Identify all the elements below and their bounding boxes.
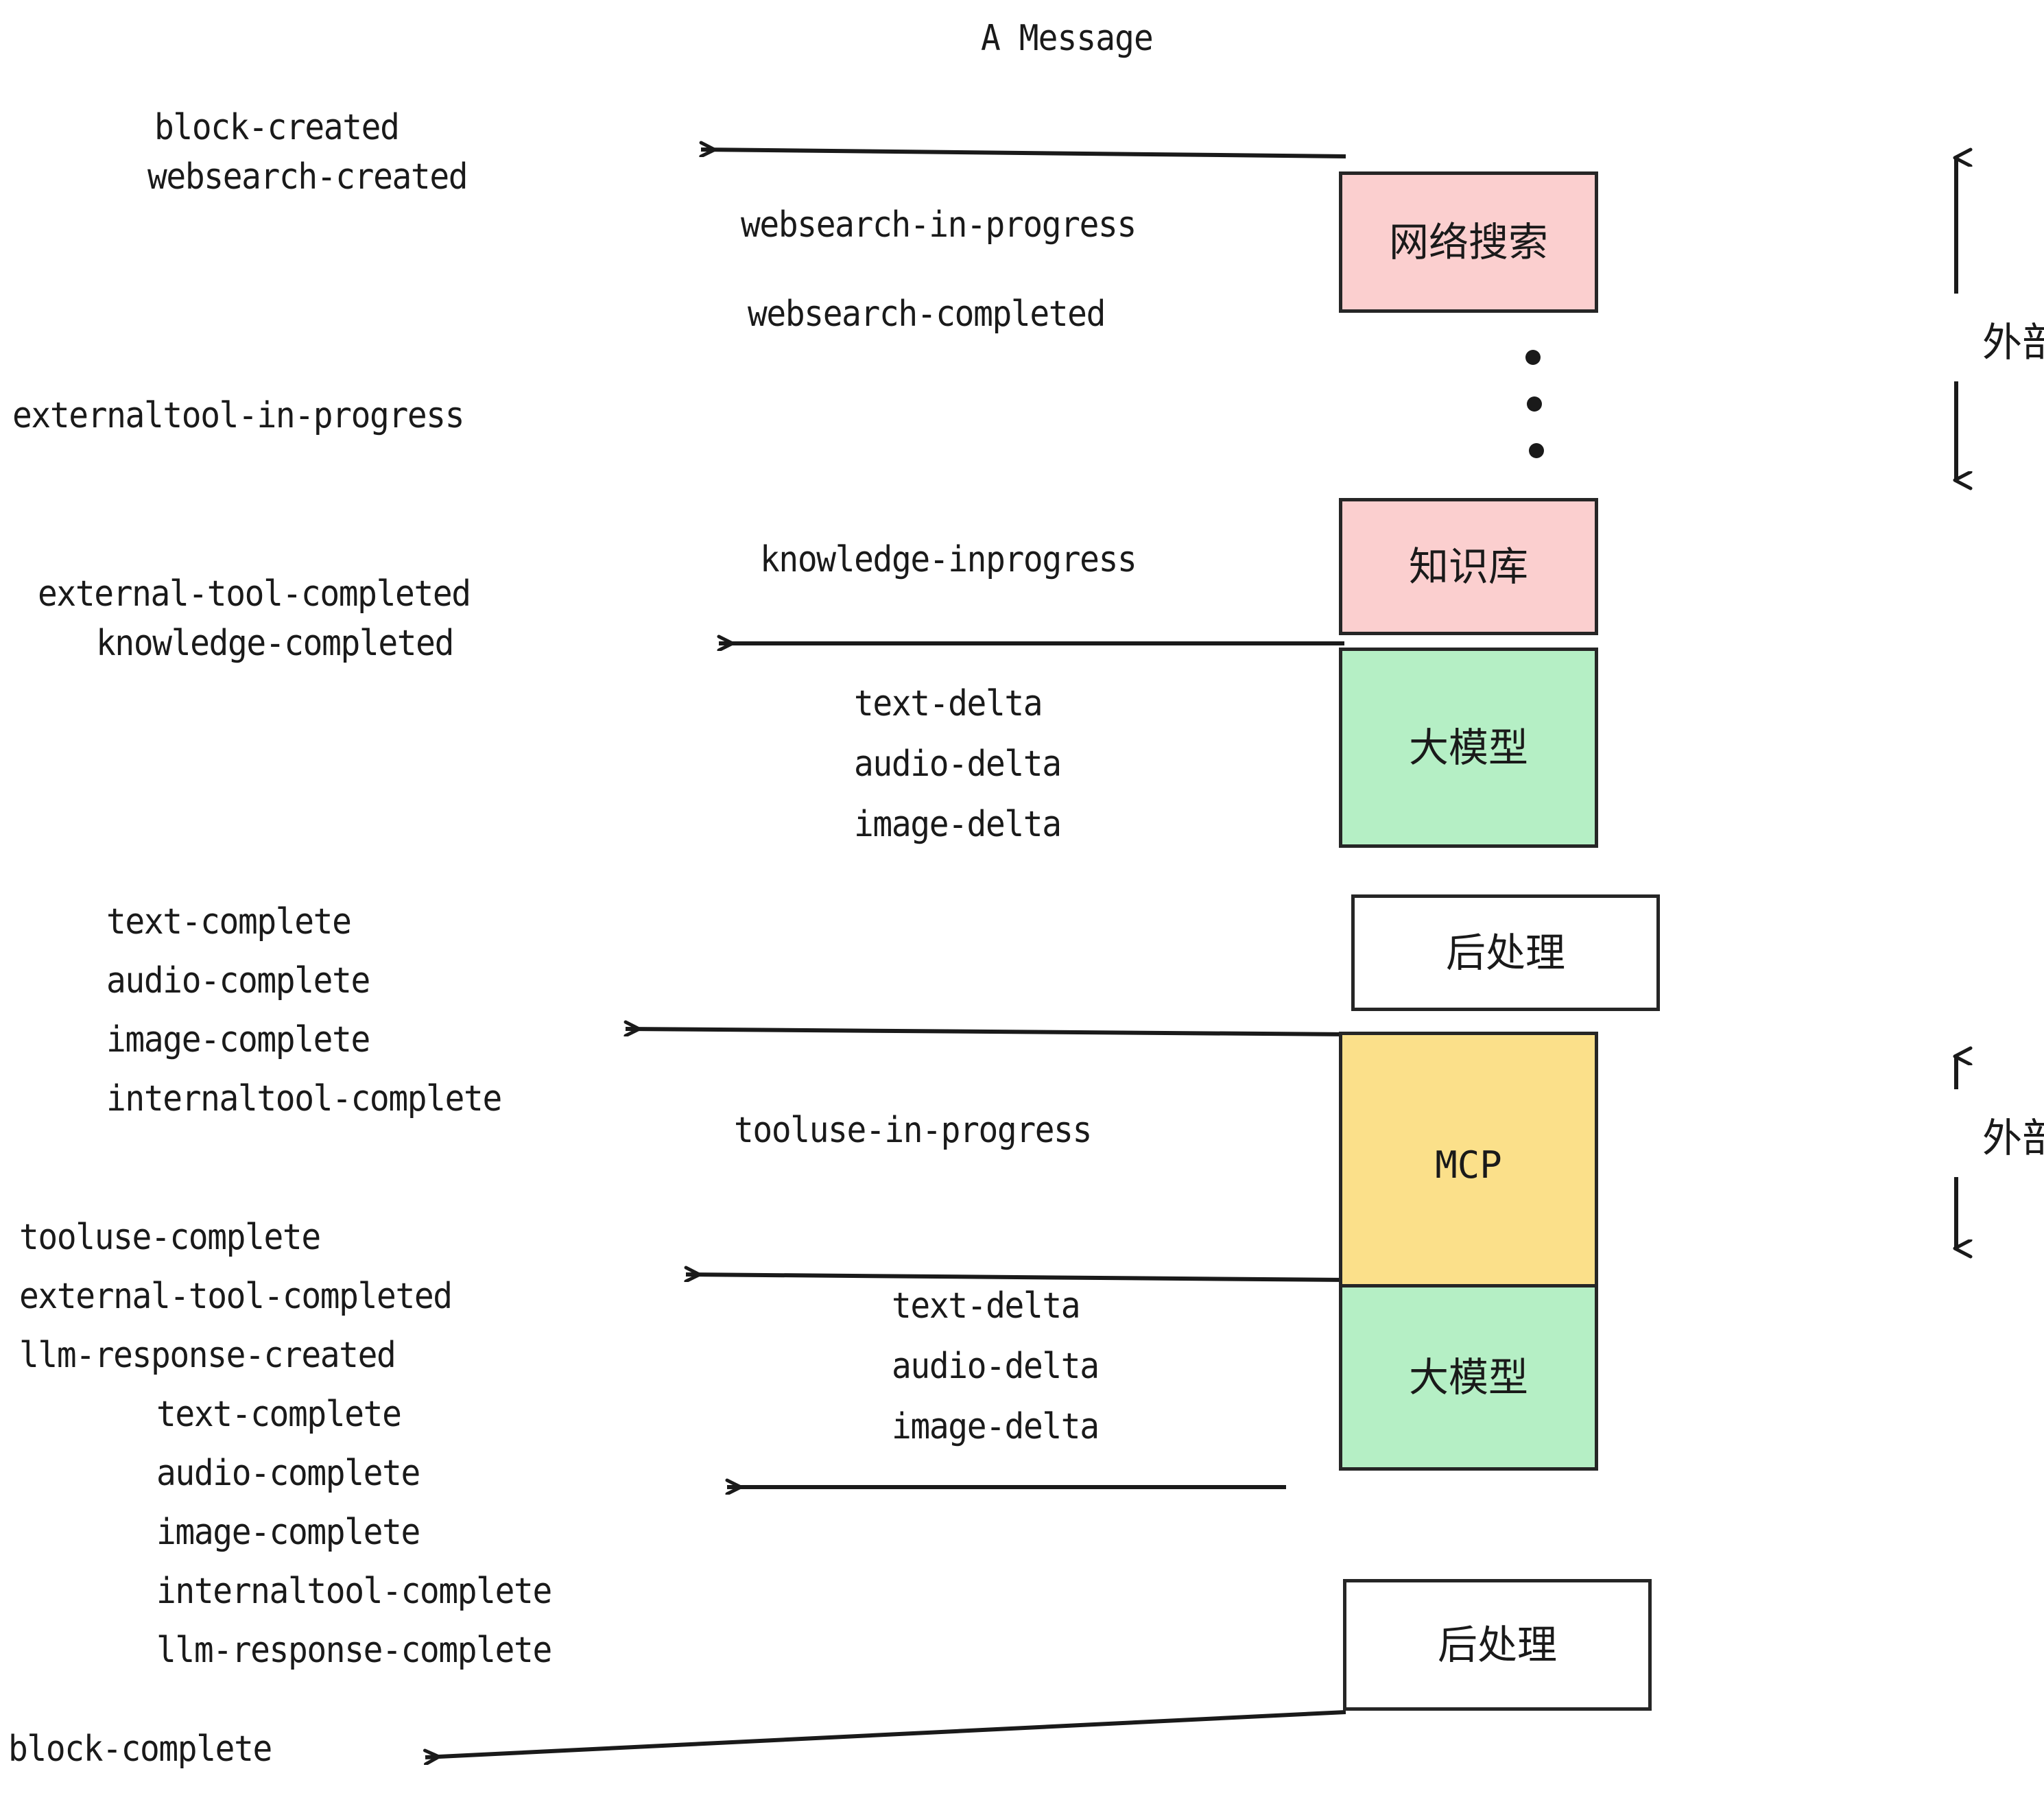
event-tooluse-in-progress: tooluse-in-progress	[734, 1110, 1092, 1151]
node-postprocess-first[interactable]: 后处理	[1351, 894, 1660, 1011]
event-image-complete-1: image-complete	[106, 1019, 370, 1060]
node-postprocess-second[interactable]: 后处理	[1343, 1579, 1652, 1711]
node-llm-second[interactable]: 大模型	[1339, 1284, 1598, 1471]
ellipsis-dot	[1525, 350, 1541, 365]
arrow-mcp-to-events	[686, 1274, 1348, 1280]
event-internaltool-complete-2: internaltool-complete	[156, 1571, 552, 1612]
page-title: A Message	[981, 18, 1154, 59]
event-block-complete: block-complete	[8, 1729, 272, 1770]
arrow-post1-to-events	[626, 1029, 1351, 1034]
event-external-tool-completed-2: external-tool-completed	[19, 1276, 453, 1317]
event-image-delta-1: image-delta	[854, 804, 1062, 845]
node-llm-first[interactable]: 大模型	[1339, 648, 1598, 848]
node-knowledge-base[interactable]: 知识库	[1339, 498, 1598, 635]
event-text-delta-2: text-delta	[892, 1285, 1081, 1327]
event-websearch-created: websearch-created	[147, 156, 468, 198]
ellipsis-dot	[1529, 443, 1544, 458]
node-label: 后处理	[1437, 1622, 1557, 1668]
node-label: 后处理	[1445, 929, 1565, 976]
event-image-complete-2: image-complete	[156, 1512, 420, 1553]
event-llm-response-created: llm-response-created	[19, 1335, 396, 1376]
event-text-complete-2: text-complete	[156, 1394, 402, 1435]
node-label: MCP	[1435, 1143, 1502, 1187]
event-image-delta-2: image-delta	[892, 1406, 1100, 1447]
event-tooluse-complete: tooluse-complete	[19, 1217, 321, 1258]
event-audio-delta-1: audio-delta	[854, 744, 1062, 785]
node-label: 网络搜索	[1388, 219, 1548, 265]
node-mcp[interactable]: MCP	[1339, 1032, 1598, 1299]
event-websearch-in-progress: websearch-in-progress	[741, 204, 1137, 246]
node-label: 大模型	[1408, 1354, 1528, 1401]
arrow-post2-to-block-complete	[425, 1710, 1346, 1757]
event-knowledge-inprogress: knowledge-inprogress	[760, 539, 1137, 580]
event-websearch-completed: websearch-completed	[748, 294, 1106, 335]
event-knowledge-completed: knowledge-completed	[96, 623, 454, 664]
event-text-complete-1: text-complete	[106, 901, 352, 942]
event-text-delta-1: text-delta	[854, 683, 1043, 724]
event-llm-response-complete: llm-response-complete	[156, 1630, 552, 1671]
node-websearch[interactable]: 网络搜索	[1339, 171, 1598, 313]
node-label: 大模型	[1408, 724, 1528, 771]
event-externaltool-in-progress: externaltool-in-progress	[12, 395, 465, 436]
label-external-tool-top: 外部工具	[1982, 319, 2044, 366]
label-external-tool-bottom: 外部工具	[1982, 1115, 2044, 1161]
event-audio-delta-2: audio-delta	[892, 1346, 1100, 1387]
event-internaltool-complete-1: internaltool-complete	[106, 1078, 502, 1119]
arrow-websearch-to-events	[701, 150, 1346, 158]
event-audio-complete-2: audio-complete	[156, 1453, 420, 1494]
event-external-tool-completed-1: external-tool-completed	[38, 573, 471, 615]
ellipsis-dot	[1527, 396, 1542, 412]
event-block-created: block-created	[154, 107, 400, 148]
event-audio-complete-1: audio-complete	[106, 960, 370, 1001]
node-label: 知识库	[1408, 543, 1528, 590]
